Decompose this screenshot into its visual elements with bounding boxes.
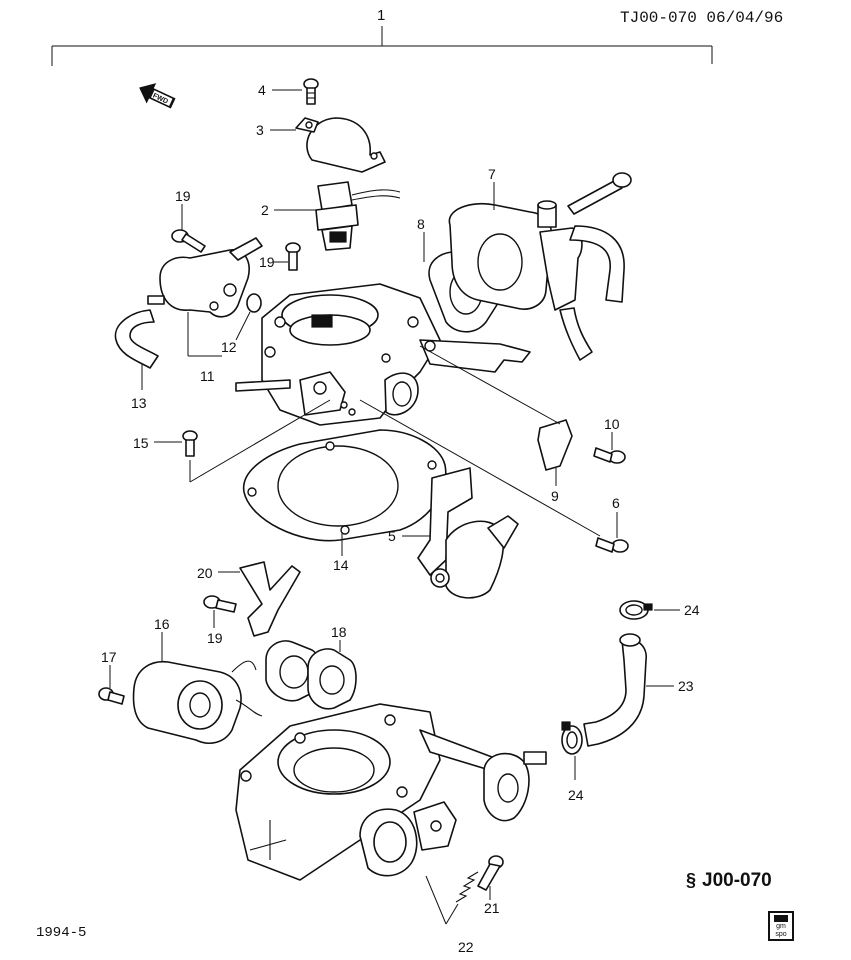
screw-4-icon bbox=[303, 78, 319, 105]
lower-throttle-body-icon bbox=[235, 703, 547, 881]
year-code: 1994-5 bbox=[36, 925, 86, 941]
header-code: TJ00-070 06/04/96 bbox=[620, 9, 783, 27]
callout-14: 14 bbox=[333, 557, 349, 573]
hose-23-icon bbox=[583, 638, 647, 747]
gasket-18-icon bbox=[265, 640, 357, 710]
callout-6: 6 bbox=[612, 495, 620, 511]
callout-19c: 19 bbox=[207, 630, 223, 646]
callout-23: 23 bbox=[678, 678, 694, 694]
callout-24a: 24 bbox=[684, 602, 700, 618]
gm-spo-stamp-icon: gm spo bbox=[768, 911, 794, 941]
callout-20: 20 bbox=[197, 565, 213, 581]
callout-17: 17 bbox=[101, 649, 117, 665]
callout-16: 16 bbox=[154, 616, 170, 632]
bolt-10-icon bbox=[593, 447, 626, 464]
callout-7: 7 bbox=[488, 166, 496, 182]
o-ring-12-icon bbox=[246, 293, 262, 313]
spring-22-icon bbox=[455, 871, 479, 903]
section-code-icon: § bbox=[686, 870, 696, 890]
callout-4: 4 bbox=[258, 82, 266, 98]
upper-throttle-body-icon bbox=[235, 283, 441, 426]
callout-2: 2 bbox=[261, 202, 269, 218]
cable-bracket-icon bbox=[419, 339, 531, 373]
callout-15: 15 bbox=[133, 435, 149, 451]
assembly-bracket bbox=[51, 26, 713, 66]
clip-9-icon bbox=[537, 419, 573, 471]
section-code: J00-070 bbox=[702, 870, 772, 891]
callout-18: 18 bbox=[331, 624, 347, 640]
stamp-line1: gm bbox=[776, 923, 786, 930]
hose-clamp-24b-icon bbox=[561, 721, 583, 755]
callout-13: 13 bbox=[131, 395, 147, 411]
throttle-sensor-16-icon bbox=[132, 660, 263, 744]
stamp-line2: spo bbox=[775, 931, 787, 938]
callout-12: 12 bbox=[221, 339, 237, 355]
injector-cover-3-icon bbox=[295, 117, 386, 173]
hose-clamp-24a-icon bbox=[619, 600, 653, 620]
bracket-20-icon bbox=[239, 561, 301, 637]
water-housing-7-icon bbox=[448, 172, 632, 361]
callout-3: 3 bbox=[256, 122, 264, 138]
callout-24b: 24 bbox=[568, 787, 584, 803]
screw-17-icon bbox=[98, 687, 125, 705]
callout-5: 5 bbox=[388, 528, 396, 544]
pressure-regulator-11-icon bbox=[147, 237, 263, 318]
callout-19b: 19 bbox=[259, 254, 275, 270]
callout-19a: 19 bbox=[175, 188, 191, 204]
callout-9: 9 bbox=[551, 488, 559, 504]
bolt-15-icon bbox=[182, 430, 198, 457]
hose-13-icon bbox=[114, 309, 159, 369]
bolt-19a-icon bbox=[171, 229, 206, 253]
bolt-19b-icon bbox=[285, 242, 301, 271]
callout-8: 8 bbox=[417, 216, 425, 232]
callout-22: 22 bbox=[458, 939, 474, 955]
section-code-symbol: § J00-070 bbox=[686, 870, 772, 891]
fuel-injector-2-icon bbox=[315, 181, 401, 251]
callout-11: 11 bbox=[200, 368, 215, 384]
fwd-arrow-icon: FWD bbox=[139, 83, 176, 109]
gasket-14-icon bbox=[242, 429, 447, 542]
callout-21: 21 bbox=[484, 900, 500, 916]
bolt-19c-icon bbox=[203, 595, 237, 613]
callout-1: 1 bbox=[377, 7, 385, 24]
screw-21-icon bbox=[477, 855, 504, 891]
actuator-5-icon bbox=[417, 467, 519, 599]
bolt-6-icon bbox=[595, 537, 629, 553]
callout-10: 10 bbox=[604, 416, 620, 432]
